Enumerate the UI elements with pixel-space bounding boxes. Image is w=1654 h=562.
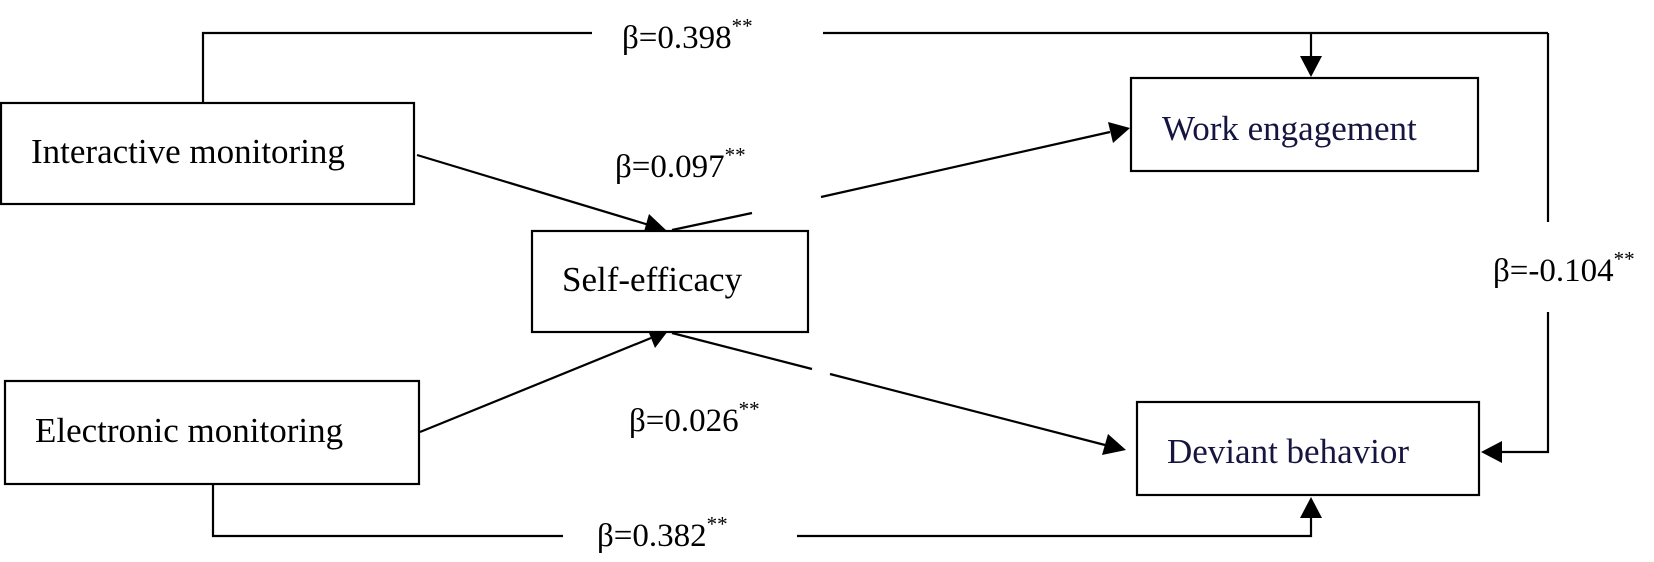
coef-prefix: β= [615,149,650,185]
coef-self-efficacy-to-work: β=0.097** [615,143,746,185]
coef-significance: ** [732,14,753,38]
edge-self-efficacy-to-deviant-b [829,372,1106,447]
node-label-self-efficacy: Self-efficacy [562,260,743,299]
node-label-electronic-monitoring: Electronic monitoring [35,411,343,450]
arrowhead-into-work-top [1300,56,1322,77]
coef-significance: ** [1614,247,1635,271]
coef-prefix: β= [1493,253,1528,289]
node-self-efficacy: Self-efficacy [530,229,810,334]
node-work-engagement: Work engagement [1129,76,1480,173]
edge-interactive-to-work-left [201,31,592,103]
coef-interactive-to-work: β=0.398** [622,14,753,56]
coef-significance: ** [739,397,760,421]
coef-prefix: β= [597,518,632,554]
arrowhead-into-work-left [1108,122,1130,143]
coef-value: -0.104 [1528,253,1613,289]
node-box-electronic-monitoring [3,379,421,486]
node-interactive-monitoring: Interactive monitoring [0,101,416,206]
node-box-interactive-monitoring [0,101,416,206]
node-box-self-efficacy [530,229,810,334]
coef-value: 0.398 [657,20,731,56]
node-deviant-behavior: Deviant behavior [1135,400,1481,497]
coef-value: 0.026 [664,403,738,439]
node-box-work-engagement [1129,76,1480,173]
arrowhead-into-deviant-left [1102,434,1126,455]
arrowhead-into-self-efficacy-top [643,214,667,235]
node-box-deviant-behavior [1135,400,1481,497]
coef-value: 0.382 [632,518,706,554]
edge-self-efficacy-to-work-a [671,211,753,232]
edge-self-efficacy-to-deviant-a [671,331,813,371]
node-label-work-engagement: Work engagement [1162,109,1417,148]
coef-prefix: β= [622,20,657,56]
arrowhead-into-deviant-bottom [1300,497,1322,518]
edge-interactive-to-self-efficacy [416,153,650,227]
edge-electronic-to-self-efficacy [419,336,652,434]
coef-electronic-to-deviant: β=0.382** [597,512,728,554]
edge-electronic-to-deviant-left [211,485,563,538]
edge-electronic-to-deviant-right [797,518,1313,538]
node-label-deviant-behavior: Deviant behavior [1167,432,1409,471]
edge-self-efficacy-to-work-b [820,130,1111,199]
edge-interactive-to-deviant-lower [1502,312,1550,454]
node-label-interactive-monitoring: Interactive monitoring [31,132,345,171]
coef-value: 0.097 [650,149,724,185]
node-electronic-monitoring: Electronic monitoring [3,379,421,486]
arrowhead-into-deviant-right [1481,441,1502,463]
coef-interactive-to-deviant: β=-0.104** [1493,247,1635,289]
coef-significance: ** [707,512,728,536]
coef-self-efficacy-to-deviant: β=0.026** [629,397,760,439]
coef-significance: ** [725,143,746,167]
coef-prefix: β= [629,403,664,439]
